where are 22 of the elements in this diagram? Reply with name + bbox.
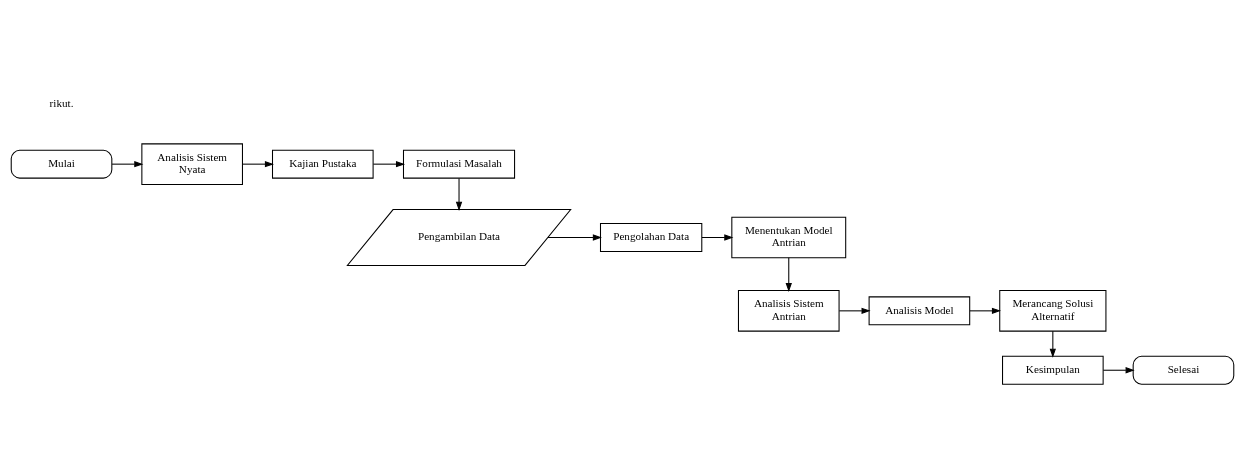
arrow	[838, 307, 871, 315]
arrow	[455, 177, 463, 211]
arrow	[372, 160, 406, 168]
node-box: Mulai	[10, 149, 113, 179]
node-box: Formulasi Masalah	[402, 149, 516, 179]
node-box: Selesai	[1132, 355, 1235, 385]
label: rikut.	[49, 97, 74, 110]
arrow	[1102, 367, 1135, 374]
node-box: Merancang Solusi Alternatif	[999, 290, 1107, 332]
node-box: Menentukan Model Antrian	[731, 216, 847, 259]
arrow	[242, 160, 274, 168]
arrow	[547, 234, 602, 241]
arrow	[111, 160, 144, 168]
arrow	[969, 307, 1001, 315]
arrow	[785, 257, 792, 293]
node-box: Kesimpulan	[1002, 355, 1104, 385]
node-box: Analisis Model	[868, 296, 971, 326]
node-box: Pengolahan Data	[599, 223, 703, 252]
node-box: Kajian Pustaka	[271, 149, 374, 179]
arrow	[701, 234, 734, 241]
node-box: Analisis Sistem Antrian	[737, 290, 840, 332]
node-box: Analisis Sistem Nyata	[141, 143, 243, 185]
